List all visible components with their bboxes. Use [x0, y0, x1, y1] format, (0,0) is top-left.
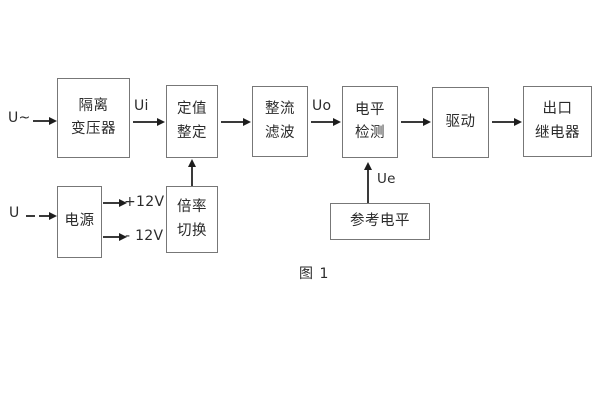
- block-output-relay-line-1: 出口: [542, 101, 573, 118]
- block-output-relay-line-2: 继电器: [535, 124, 580, 141]
- block-setting-value-line-1: 定值: [177, 101, 207, 118]
- block-rectify-filter: 整流 滤波: [252, 86, 308, 157]
- block-multiplier-switch-line-1: 倍率: [177, 199, 207, 216]
- block-level-detection-line-1: 电平: [355, 101, 385, 118]
- input-label-dc: U: [9, 205, 20, 221]
- block-multiplier-switch-line-2: 切换: [177, 222, 207, 239]
- signal-label-ue: Ue: [377, 171, 396, 187]
- figure-caption: 图 1: [299, 266, 330, 282]
- block-level-detection: 电平 检测: [342, 86, 398, 158]
- block-level-detection-line-2: 检测: [355, 125, 385, 141]
- block-drive: 驱动: [432, 87, 489, 158]
- block-power-supply-line-1: 电源: [64, 213, 95, 230]
- block-rectify-filter-line-1: 整流: [265, 101, 295, 118]
- rail-label-positive: +12V: [124, 194, 165, 210]
- block-output-relay: 出口 继电器: [523, 86, 592, 157]
- block-setting-value: 定值 整定: [166, 85, 218, 158]
- input-label-ac: U~: [8, 110, 31, 126]
- block-rectify-filter-line-2: 滤波: [265, 124, 295, 141]
- block-setting-value-line-2: 整定: [177, 124, 207, 141]
- block-isolation-transformer-line-1: 隔离: [78, 97, 109, 114]
- block-power-supply: 电源: [57, 186, 102, 258]
- signal-label-ui: Ui: [134, 98, 149, 114]
- block-isolation-transformer: 隔离 变压器: [57, 78, 130, 158]
- rail-label-negative: - 12V: [125, 228, 164, 244]
- block-drive-line-1: 驱动: [445, 113, 476, 130]
- block-reference-level-line-1: 参考电平: [350, 212, 410, 229]
- block-multiplier-switch: 倍率 切换: [166, 186, 218, 253]
- signal-label-uo: Uo: [312, 98, 332, 114]
- block-isolation-transformer-line-2: 变压器: [71, 121, 116, 137]
- block-reference-level: 参考电平: [330, 203, 430, 240]
